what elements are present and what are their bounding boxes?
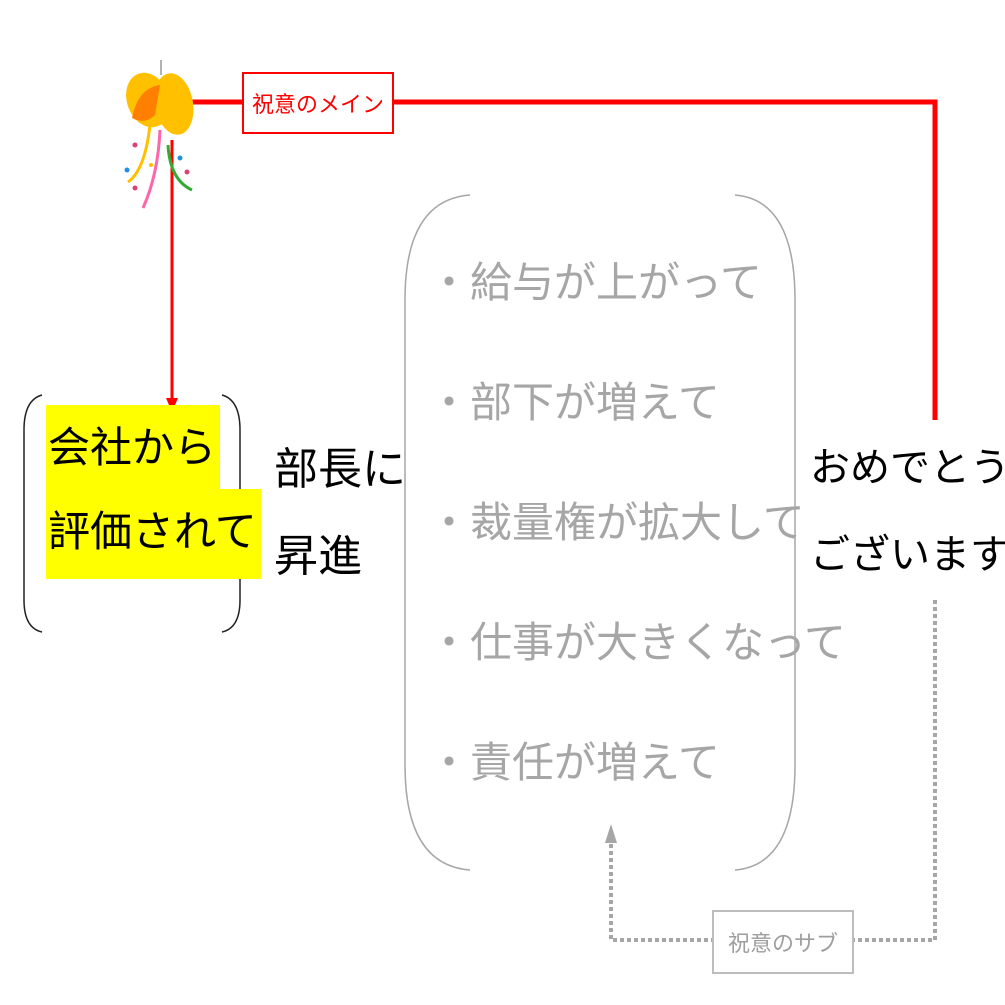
party-popper-icon — [124, 60, 194, 209]
sub-label: 祝意のサブ — [712, 910, 854, 974]
detail-item: ・仕事が大きくなって — [428, 618, 846, 667]
event-line-1: 部長に — [274, 444, 406, 495]
left-bracket — [23, 394, 43, 633]
detail-item: ・裁量権が拡大して — [428, 498, 805, 547]
cause-line-2: 評価されて — [46, 489, 261, 579]
detail-item: ・給与が上がって — [428, 258, 762, 307]
detail-item: ・部下が増えて — [428, 378, 720, 427]
sub-arrow-head — [605, 824, 617, 843]
cause-text: 会社から 評価されて — [46, 405, 261, 579]
details-left-bracket — [404, 194, 471, 871]
greeting-line-2: ございます — [810, 532, 1005, 578]
details-right-bracket — [734, 194, 796, 871]
sub-connector — [609, 600, 937, 942]
detail-item: ・責任が増えて — [428, 738, 720, 787]
main-label: 祝意のメイン — [242, 72, 394, 134]
greeting-line-1: おめでとう — [810, 445, 1005, 491]
event-line-2: 昇進 — [274, 531, 362, 582]
cause-line-1: 会社から — [46, 405, 221, 489]
main-connector — [185, 99, 938, 420]
